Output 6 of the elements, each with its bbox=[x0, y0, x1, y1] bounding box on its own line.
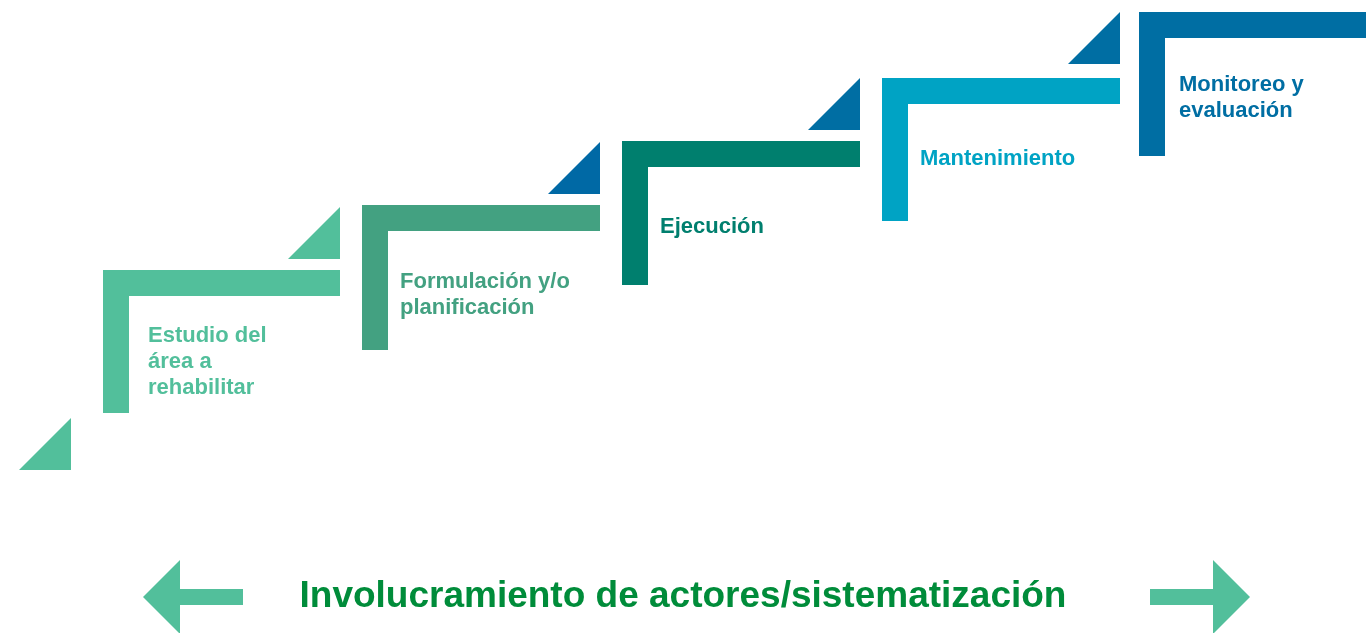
step-label: Formulación y/o planificación bbox=[400, 268, 571, 320]
step-label: Mantenimiento bbox=[920, 145, 1077, 171]
step-label: Estudio del área a rehabilitar bbox=[148, 322, 268, 400]
step-label: Monitoreo y evaluación bbox=[1179, 71, 1305, 123]
step-label: Ejecución bbox=[660, 213, 765, 239]
banner-text: Involucramiento de actores/sistematización bbox=[299, 574, 1067, 615]
